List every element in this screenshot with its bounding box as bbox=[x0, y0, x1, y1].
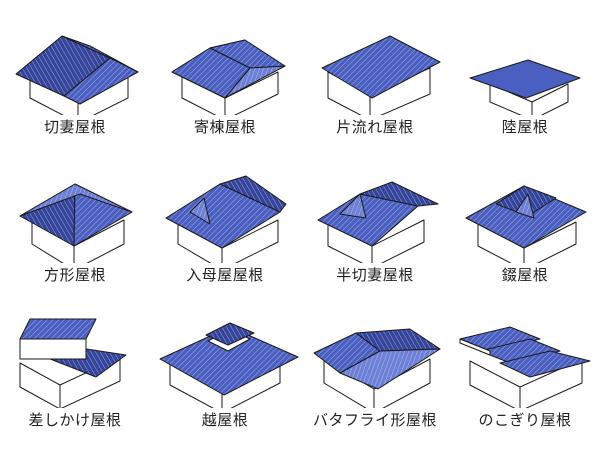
flat-roof-icon bbox=[469, 59, 581, 115]
wall-face bbox=[73, 219, 125, 263]
wall-face bbox=[459, 338, 491, 356]
roof-label: 錣屋根 bbox=[501, 266, 549, 284]
roof-label: バタフライ形屋根 bbox=[312, 411, 437, 429]
butterfly-roof-icon bbox=[313, 328, 441, 408]
roof-face bbox=[219, 175, 287, 213]
roof-drawing bbox=[19, 318, 127, 408]
roof-face bbox=[479, 338, 561, 364]
roof-label: 片流れ屋根 bbox=[336, 118, 414, 136]
shikoro-roof-icon bbox=[465, 185, 587, 263]
roof-drawing bbox=[171, 39, 286, 115]
roof-label: のこぎり屋根 bbox=[478, 411, 572, 429]
roof-drawing bbox=[165, 175, 287, 263]
roof-face bbox=[515, 193, 535, 219]
gable-roof-icon bbox=[15, 35, 139, 115]
roof-drawing bbox=[465, 185, 587, 263]
roof-label: 入母屋屋根 bbox=[186, 266, 264, 284]
wall-face bbox=[489, 83, 533, 115]
roof-label: 半切妻屋根 bbox=[336, 266, 414, 284]
pyramid-roof-icon bbox=[19, 183, 133, 263]
wall-face bbox=[224, 71, 279, 115]
wall-face bbox=[531, 83, 569, 115]
roof-cell-kirizuma: 切妻屋根 bbox=[0, 0, 150, 150]
roof-face bbox=[189, 197, 211, 225]
roof-face bbox=[321, 35, 441, 99]
wall-face bbox=[373, 358, 431, 408]
roof-face bbox=[159, 326, 299, 396]
wall-face bbox=[371, 219, 425, 263]
roof-drawing bbox=[313, 328, 441, 408]
half-hip-roof-icon bbox=[317, 181, 439, 263]
roof-label: 陸屋根 bbox=[501, 118, 549, 136]
roof-cell-irimoya: 入母屋屋根 bbox=[150, 148, 300, 298]
roof-face bbox=[19, 318, 97, 340]
roof-cell-katanagare: 片流れ屋根 bbox=[300, 0, 450, 150]
roof-cell-hougyou: 方形屋根 bbox=[0, 148, 150, 298]
roof-face bbox=[359, 181, 439, 207]
roof-drawing bbox=[459, 326, 591, 408]
roof-label: 切妻屋根 bbox=[43, 118, 106, 136]
hip-and-gable-roof-icon bbox=[165, 175, 287, 263]
roof-cell-sashikake: 差しかけ屋根 bbox=[0, 293, 150, 443]
hip-roof-icon bbox=[171, 39, 286, 115]
wall-face bbox=[221, 219, 279, 263]
roof-face bbox=[205, 322, 255, 346]
wall-face bbox=[469, 360, 521, 408]
roof-cell-hankirizuma: 半切妻屋根 bbox=[300, 148, 450, 298]
roof-drawing bbox=[159, 322, 299, 408]
wall-face bbox=[19, 362, 61, 408]
roof-face bbox=[19, 183, 133, 217]
roof-drawing bbox=[15, 35, 139, 115]
roof-label: 差しかけ屋根 bbox=[28, 411, 122, 429]
wall-face bbox=[523, 221, 577, 263]
roof-face bbox=[465, 185, 587, 249]
roof-face bbox=[469, 59, 581, 99]
roof-face bbox=[63, 57, 139, 105]
roof-cell-nokogiri: のこぎり屋根 bbox=[450, 293, 600, 443]
roof-drawing bbox=[469, 59, 581, 115]
roof-cell-koshi: 越屋根 bbox=[150, 293, 300, 443]
roof-cell-butterfly: バタフライ形屋根 bbox=[300, 293, 450, 443]
roof-drawing bbox=[321, 35, 441, 115]
monitor-roof-icon bbox=[159, 322, 299, 408]
roof-face bbox=[339, 193, 367, 219]
shed-roof-icon bbox=[321, 35, 441, 115]
roof-label: 方形屋根 bbox=[43, 266, 106, 284]
roof-cell-yosemune: 寄棟屋根 bbox=[150, 0, 300, 150]
lean-to-roof-icon bbox=[19, 318, 127, 408]
roof-face bbox=[224, 65, 286, 99]
wall-face bbox=[19, 338, 87, 360]
roof-drawing bbox=[19, 183, 133, 263]
roof-cell-rikuyane: 陸屋根 bbox=[450, 0, 600, 150]
roof-cell-shikoro: 錣屋根 bbox=[450, 148, 600, 298]
roof-label: 寄棟屋根 bbox=[193, 118, 256, 136]
roof-drawing bbox=[317, 181, 439, 263]
roof-face bbox=[499, 350, 591, 378]
sawtooth-roof-icon bbox=[459, 326, 591, 408]
roof-face bbox=[339, 348, 441, 390]
roof-label: 越屋根 bbox=[201, 411, 249, 429]
